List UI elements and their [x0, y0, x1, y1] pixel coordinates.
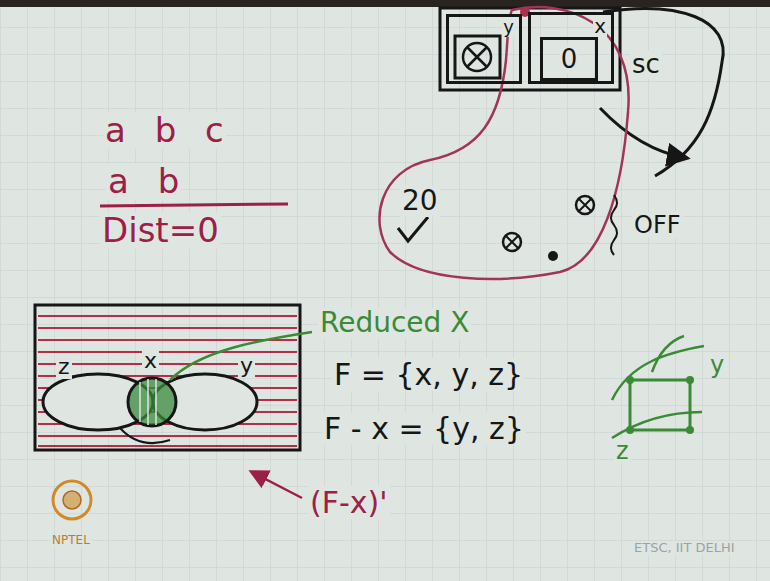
universe-rect: [35, 305, 300, 450]
vertex-label: y: [708, 352, 726, 378]
watermark-text: ETSC, IIT DELHI: [632, 541, 737, 555]
cross-mark: [506, 236, 518, 248]
logo-text: NPTEL: [50, 534, 92, 547]
set-label: x: [142, 349, 159, 373]
outer-box: [440, 8, 620, 90]
value-box: 0: [540, 37, 598, 81]
set-circle: [128, 378, 176, 426]
hatch-lines: [140, 379, 156, 425]
distance-text: Dist=0: [100, 212, 221, 249]
check-mark: [398, 217, 428, 241]
box-text: x: [593, 15, 607, 37]
box-text: 0: [560, 45, 579, 74]
underline: [100, 204, 288, 206]
dot: [686, 426, 694, 434]
green-curve: [612, 346, 704, 400]
state-text: OFF: [632, 212, 683, 238]
top-frame: [0, 0, 770, 7]
hatching: [38, 316, 297, 446]
set-label: y: [238, 354, 255, 378]
cross-mark: [579, 199, 591, 211]
box-text: y: [502, 17, 515, 37]
vertex-label: z: [614, 438, 631, 464]
cross-mark: [467, 47, 487, 67]
circled-cross: [503, 233, 521, 251]
value-text: 20: [400, 186, 440, 217]
inner-square: [455, 36, 500, 78]
note-text: sc: [630, 50, 662, 79]
arrow-line: [600, 108, 686, 158]
cell-box: y: [446, 14, 522, 84]
sequence-text: a b: [106, 163, 181, 200]
dot: [686, 376, 694, 384]
green-square: [630, 380, 690, 430]
cell-box: 0x: [528, 12, 614, 84]
wavy-divider: [611, 195, 617, 255]
green-curve: [612, 412, 702, 438]
sequence-text: a b c: [103, 112, 226, 149]
pointer-line: [120, 428, 170, 443]
arrow-line: [252, 472, 302, 498]
dot: [548, 251, 558, 261]
hatch-lines: [38, 316, 297, 446]
green-curve: [652, 336, 684, 372]
annotation-text: Reduced X: [318, 308, 471, 339]
enclosing-loop: [379, 7, 628, 279]
complement-text: (F-x)': [308, 486, 390, 519]
crossed-circle: [463, 43, 491, 71]
leader-line: [170, 332, 312, 380]
set-equation: F - x = {y, z}: [322, 412, 526, 445]
set-equation: F = {x, y, z}: [332, 358, 525, 391]
circled-cross: [576, 196, 594, 214]
logo-core: [63, 491, 81, 509]
set-label: z: [56, 355, 72, 379]
logo-ring: [53, 481, 91, 519]
